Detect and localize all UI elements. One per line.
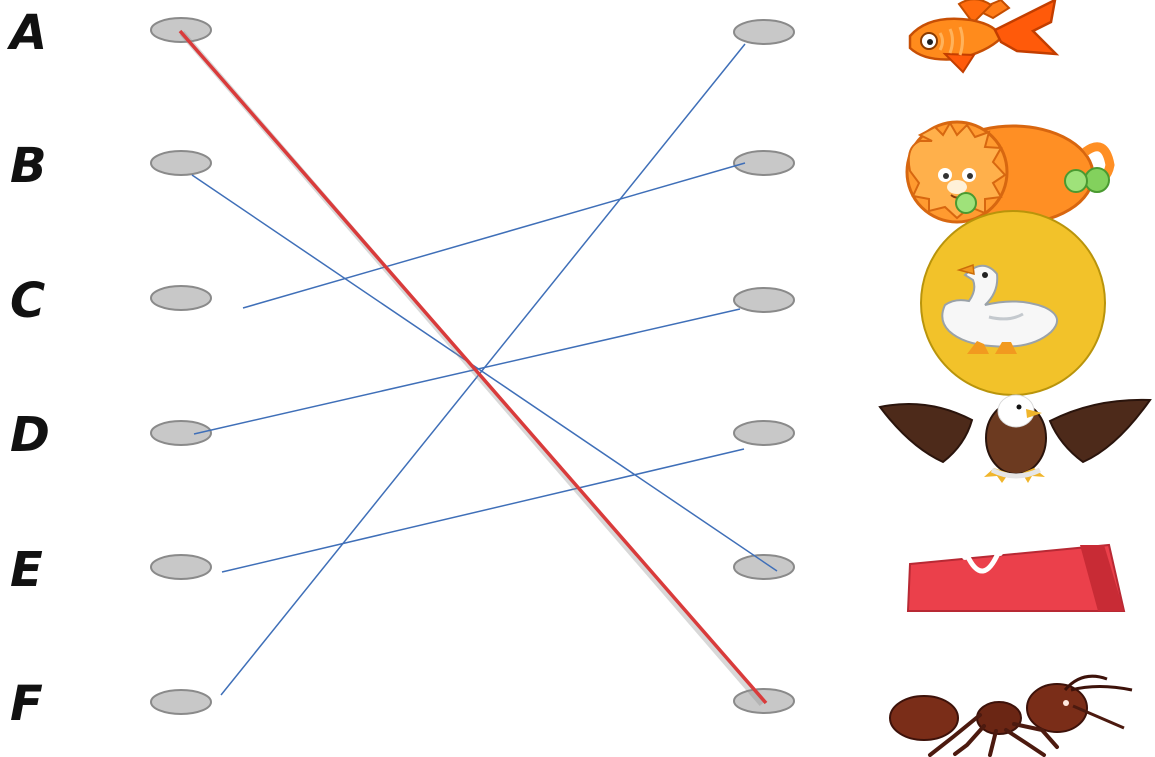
connection-e-to-4 [221, 448, 745, 573]
ant-picture[interactable] [889, 674, 1133, 757]
lion-picture[interactable] [905, 120, 1115, 226]
right-dot-2[interactable] [733, 150, 795, 176]
left-dot-b[interactable] [150, 150, 212, 176]
letter-f: F [10, 676, 43, 732]
left-dot-a[interactable] [150, 17, 212, 43]
letter-e: E [10, 542, 43, 598]
letter-b: B [10, 138, 47, 194]
fish-picture[interactable] [908, 0, 1060, 74]
eagle-picture[interactable] [878, 394, 1152, 483]
right-dot-4[interactable] [733, 420, 795, 446]
letter-c: C [10, 273, 45, 329]
connection-a-to-6 [178, 29, 768, 705]
letter-a: A [6, 5, 47, 61]
right-dot-1[interactable] [733, 19, 795, 45]
left-dot-c[interactable] [150, 285, 212, 311]
left-dot-e[interactable] [150, 554, 212, 580]
left-dot-d[interactable] [150, 420, 212, 446]
left-dot-f[interactable] [150, 689, 212, 715]
right-dot-5[interactable] [733, 554, 795, 580]
right-dot-3[interactable] [733, 287, 795, 313]
connection-c-to-2 [242, 162, 746, 309]
connection-b-to-5 [191, 174, 778, 572]
connection-d-to-3 [193, 308, 741, 435]
bag-picture[interactable] [906, 543, 1126, 612]
goose-picture[interactable] [920, 210, 1106, 396]
connection-f-to-1 [220, 43, 746, 696]
letter-d: D [10, 407, 50, 463]
